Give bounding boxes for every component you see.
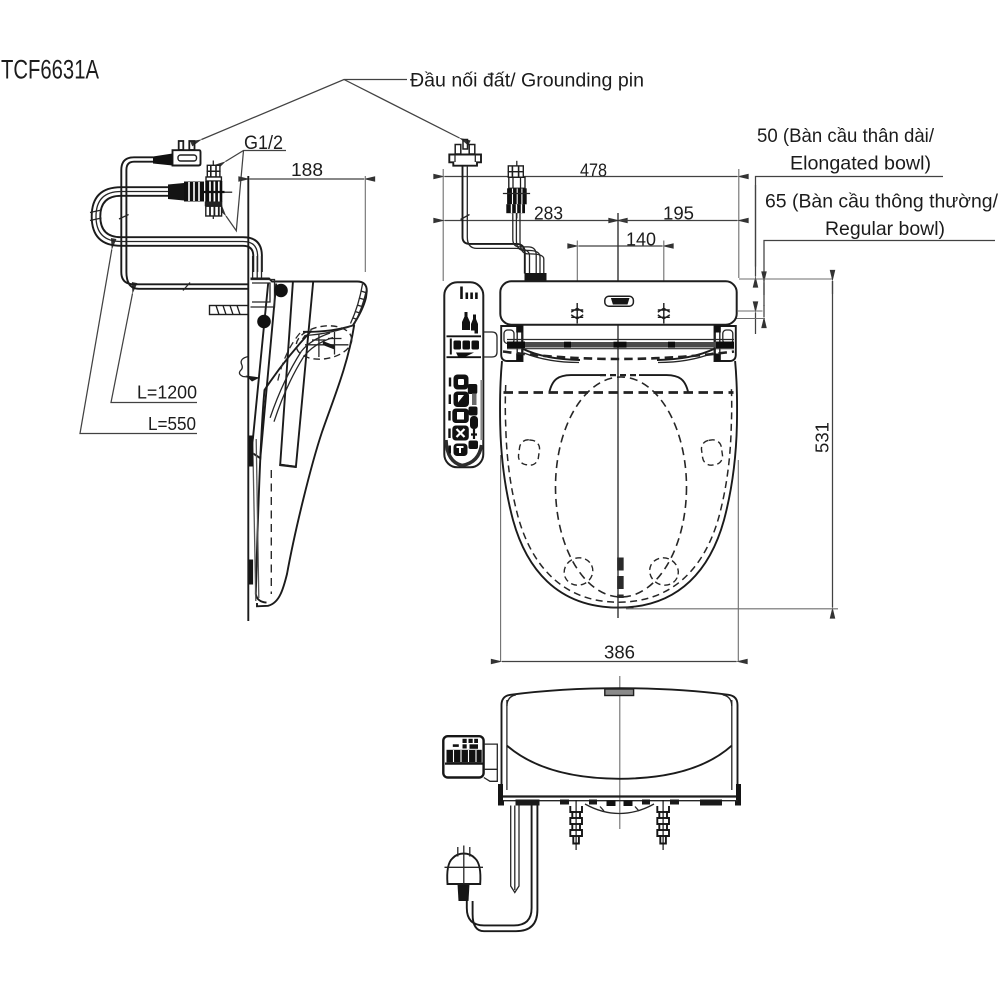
svg-text:G1/2: G1/2 [244,132,283,154]
svg-text:Đầu nối đất/ Grounding pin: Đầu nối đất/ Grounding pin [410,70,644,92]
svg-text:188: 188 [291,159,323,180]
svg-text:386: 386 [604,642,635,663]
svg-text:Regular bowl): Regular bowl) [825,218,945,240]
svg-text:Elongated bowl): Elongated bowl) [790,153,931,175]
svg-text:50 (Bàn cầu thân dài/: 50 (Bàn cầu thân dài/ [757,125,935,147]
svg-text:L=550: L=550 [148,413,196,434]
svg-text:65 (Bàn cầu thông thường/: 65 (Bàn cầu thông thường/ [765,191,999,213]
svg-text:L=1200: L=1200 [137,382,197,403]
svg-text:TCF6631A: TCF6631A [1,55,99,85]
svg-text:478: 478 [580,160,607,181]
svg-text:531: 531 [812,422,833,453]
